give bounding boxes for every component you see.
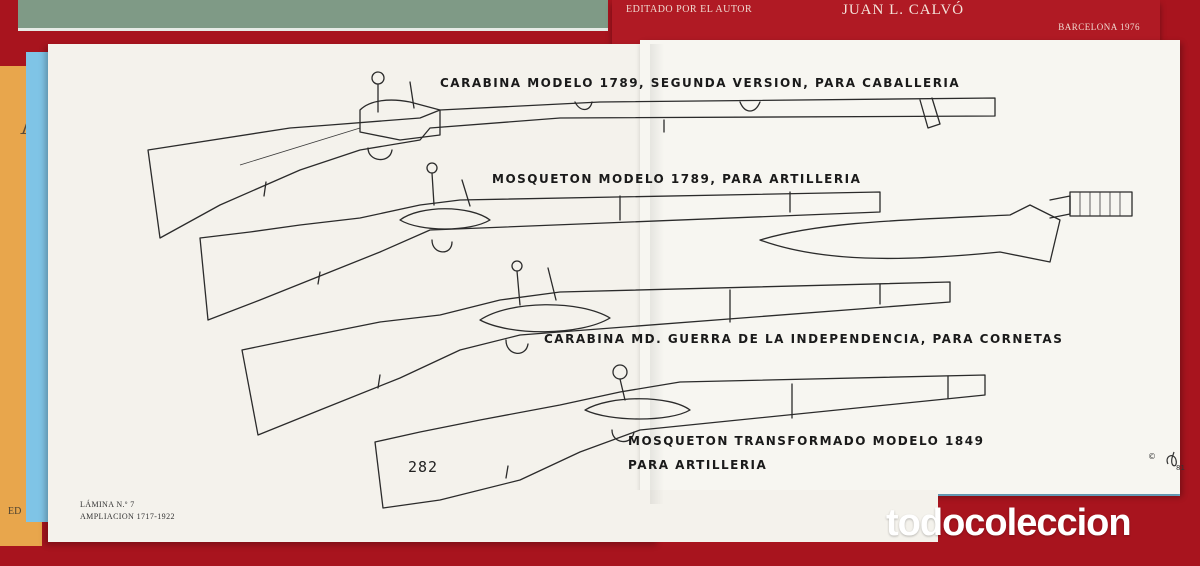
- label-carabina-independencia: CARABINA MD. GUERRA DE LA INDEPENDENCIA,…: [544, 332, 1064, 346]
- background-green-book: [18, 0, 608, 31]
- plate-left-page: [48, 44, 660, 542]
- book-editor-text: EDITADO POR EL AUTOR: [626, 4, 753, 15]
- signature-year: 81: [1176, 464, 1185, 472]
- background-red-book: EDITADO POR EL AUTOR JUAN L. CALVÓ BARCE…: [612, 0, 1160, 46]
- mosqueton-1789-drawing: [199, 162, 1133, 321]
- plate-bottom-page: [48, 490, 938, 542]
- page-fold: [650, 44, 664, 504]
- plate-ampliacion: AMPLIACION 1717-1922: [80, 512, 175, 521]
- left-blue-page-edge: [26, 52, 48, 522]
- label-mosqueton-1789: MOSQUETON MODELO 1789, PARA ARTILLERIA: [492, 172, 862, 186]
- plate-number: LÁMINA N.º 7: [80, 500, 135, 509]
- watermark-logo: todocoleccion: [886, 502, 1132, 544]
- mosqueton-1849-drawing: [374, 364, 986, 509]
- book-author: JUAN L. CALVÓ: [842, 2, 965, 18]
- plate-right-page: [640, 40, 1180, 494]
- book-city-year: BARCELONA 1976: [1058, 22, 1140, 32]
- label-carabina-1789: CARABINA MODELO 1789, SEGUNDA VERSION, P…: [440, 76, 961, 90]
- copyright-icon: ©: [1148, 452, 1156, 461]
- artist-signature: 81: [1160, 450, 1190, 477]
- carabina-1789-drawing: [147, 71, 996, 239]
- carabina-independencia-drawing: [241, 260, 951, 436]
- cover-fragment-ed: ED: [8, 506, 22, 517]
- stock-number: 282: [408, 458, 439, 476]
- label-mosqueton-1849: MOSQUETON TRANSFORMADO MODELO 1849: [628, 434, 985, 448]
- label-para-artilleria: PARA ARTILLERIA: [628, 458, 768, 472]
